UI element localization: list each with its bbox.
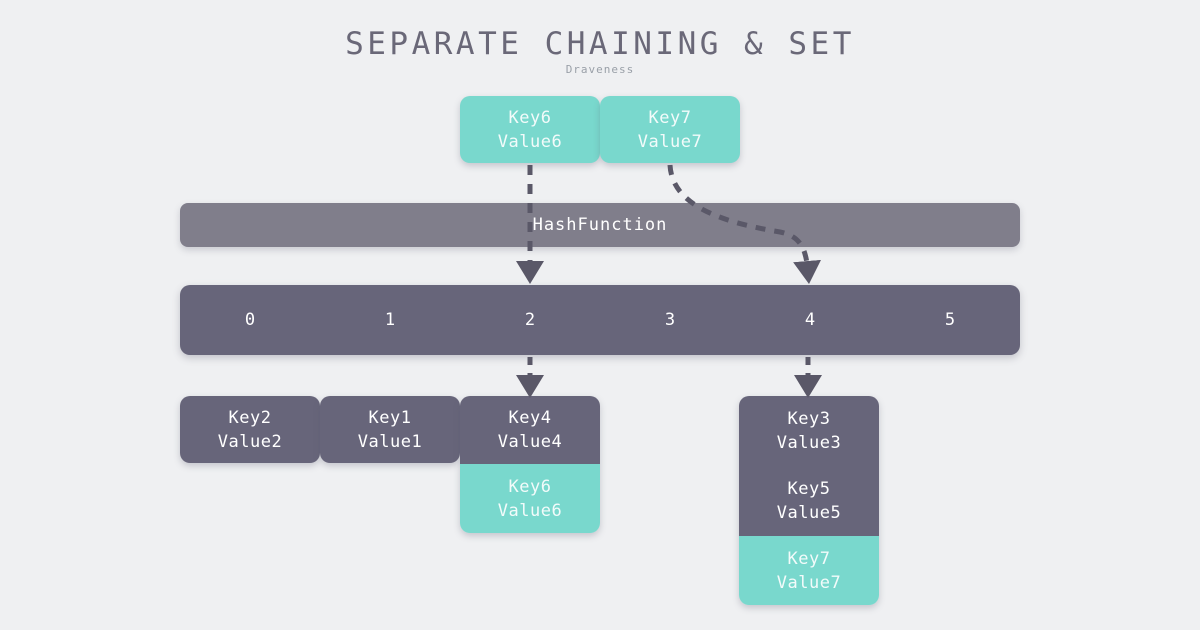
incoming-entry-key6-cell: Key6 Value6	[460, 96, 600, 163]
bucket-index-0: 0	[244, 310, 256, 330]
chain-entry-key4-value: Value4	[497, 432, 563, 452]
bucket-index-2: 2	[524, 310, 536, 330]
hash-function-label: HashFunction	[532, 215, 668, 235]
chain-bucket-0: Key2 Value2	[180, 396, 320, 463]
chain-entry-key7-value: Value7	[776, 572, 842, 593]
chain-entry-key6-key: Key6	[508, 476, 552, 497]
chain-entry-key4: Key4 Value4	[460, 396, 600, 464]
incoming-entry-key7-cell: Key7 Value7	[600, 96, 740, 163]
incoming-entry-key6: Key6 Value6	[460, 96, 600, 163]
chain-entry-key2: Key2 Value2	[180, 396, 320, 463]
page-subtitle: Draveness	[565, 63, 635, 76]
bucket-index-4: 4	[804, 310, 816, 330]
chain-entry-key2-key: Key2	[228, 407, 272, 428]
chain-entry-key1-value: Value1	[357, 431, 423, 452]
chain-entry-key1-key: Key1	[368, 407, 412, 428]
chain-entry-key5-key: Key5	[787, 479, 831, 499]
chain-bucket-4: Key3 Value3 Key5 Value5 Key7 Value7	[739, 396, 879, 605]
chain-entry-key7: Key7 Value7	[739, 536, 879, 605]
chain-entry-key5-value: Value5	[776, 503, 842, 523]
chain-entry-key3-value: Value3	[776, 433, 842, 453]
chain-entry-key6-value: Value6	[497, 500, 563, 521]
incoming-entry-key7-key: Key7	[648, 107, 692, 128]
page-title: SEPARATE CHAINING & SET	[345, 26, 855, 62]
chain-entry-key2-value: Value2	[217, 431, 283, 452]
incoming-entry-key6-value: Value6	[497, 131, 563, 152]
bucket-index-3: 3	[664, 310, 676, 330]
incoming-entry-key7: Key7 Value7	[600, 96, 740, 163]
chain-entry-key7-key: Key7	[787, 548, 831, 569]
bucket-index-5: 5	[944, 310, 956, 330]
chain-entry-key5: Key5 Value5	[739, 466, 879, 536]
chain-entry-key6: Key6 Value6	[460, 464, 600, 533]
chain-bucket-1: Key1 Value1	[320, 396, 460, 463]
bucket-array: 0 1 2 3 4 5	[180, 285, 1020, 355]
incoming-entry-key7-value: Value7	[637, 131, 703, 152]
chain-bucket-2: Key4 Value4 Key6 Value6	[460, 396, 600, 533]
bucket-index-1: 1	[384, 310, 396, 330]
chain-entry-key4-key: Key4	[508, 408, 552, 428]
chain-entry-key1: Key1 Value1	[320, 396, 460, 463]
incoming-entry-key6-key: Key6	[508, 107, 552, 128]
hash-function-bar: HashFunction	[180, 203, 1020, 247]
chain-entry-key3-key: Key3	[787, 409, 831, 429]
chain-entry-key3: Key3 Value3	[739, 396, 879, 466]
